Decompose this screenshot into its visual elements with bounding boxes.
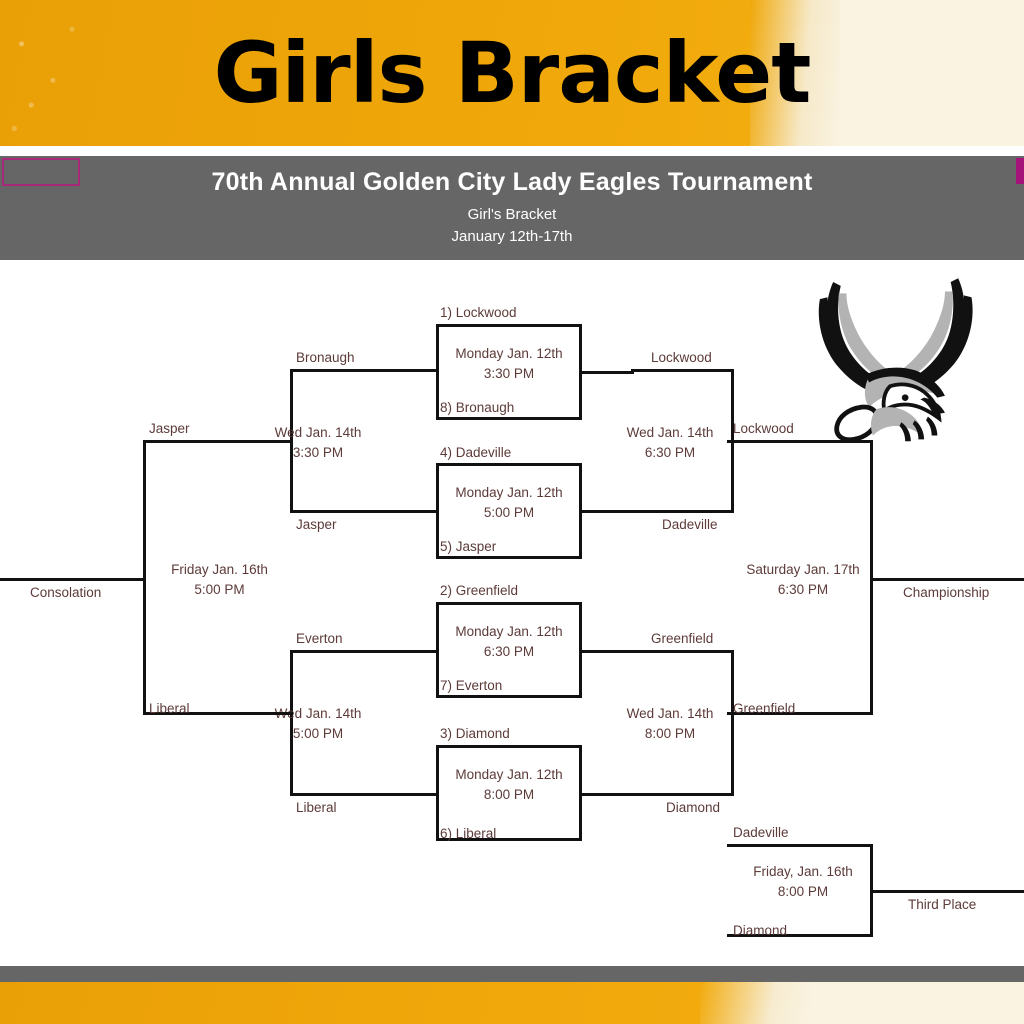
game-1-top-seed: 1) Lockwood bbox=[440, 305, 517, 320]
game-3-datetime: Monday Jan. 12th 6:30 PM bbox=[436, 622, 582, 661]
third-place-date: Friday, Jan. 16th bbox=[753, 864, 853, 879]
bracket-name: Girl's Bracket bbox=[467, 206, 557, 223]
semifinal-upper-bottom-line bbox=[631, 510, 734, 513]
championship-winner-line bbox=[870, 578, 1024, 581]
feeder-game3-to-semifinal-lower bbox=[582, 650, 634, 653]
championship-right-edge bbox=[870, 440, 873, 715]
semifinal-lower-top-team: Greenfield bbox=[651, 631, 714, 646]
game-4-datetime: Monday Jan. 12th 8:00 PM bbox=[436, 765, 582, 804]
consolation-upper-date: Wed Jan. 14th bbox=[274, 425, 362, 440]
semifinal-upper-datetime: Wed Jan. 14th 6:30 PM bbox=[605, 423, 735, 462]
semifinal-upper-top-team: Lockwood bbox=[651, 350, 712, 365]
consolation-upper-top-team: Bronaugh bbox=[296, 350, 355, 365]
game-4-bottom-seed: 6) Liberal bbox=[440, 826, 497, 841]
game-3-bottom-seed: 7) Everton bbox=[440, 678, 503, 693]
consolation-upper-bottom-line bbox=[290, 510, 439, 513]
consolation-lower-bottom-team: Liberal bbox=[296, 800, 337, 815]
consolation-lower-left-edge bbox=[290, 650, 293, 796]
championship-datetime: Saturday Jan. 17th 6:30 PM bbox=[738, 560, 868, 599]
game-1-time: 3:30 PM bbox=[483, 365, 535, 381]
lady-eagles-eagle-logo bbox=[818, 278, 973, 443]
semifinal-lower-bottom-line bbox=[631, 793, 734, 796]
game-2-time: 5:00 PM bbox=[483, 504, 535, 520]
feeder-game2-to-semifinal-upper bbox=[582, 510, 634, 513]
tournament-dates: January 12th-17th bbox=[451, 228, 573, 245]
feeder-game4-to-semifinal-lower bbox=[582, 793, 634, 796]
banner-texture bbox=[0, 0, 120, 146]
championship-bottom-line bbox=[727, 712, 873, 715]
poster-title: Girls Bracket bbox=[213, 24, 812, 122]
consolation-upper-time: 3:30 PM bbox=[292, 444, 344, 460]
consolation-upper-top-line bbox=[290, 369, 439, 372]
game-2-top-seed: 4) Dadeville bbox=[440, 445, 512, 460]
third-place-time: 8:00 PM bbox=[777, 883, 829, 899]
third-place-bottom-team: Diamond bbox=[733, 923, 788, 938]
championship-label: Championship bbox=[903, 585, 990, 600]
tournament-name: 70th Annual Golden City Lady Eagles Tour… bbox=[211, 168, 813, 196]
bracket-diagram: 1) Lockwood Monday Jan. 12th 3:30 PM 8) … bbox=[0, 260, 1024, 966]
game-3-date: Monday Jan. 12th bbox=[455, 624, 563, 639]
consolation-winner-line bbox=[0, 578, 146, 581]
third-place-top-team: Dadeville bbox=[733, 825, 789, 840]
consolation-final-time: 5:00 PM bbox=[194, 581, 245, 597]
game-3-top-seed: 2) Greenfield bbox=[440, 583, 519, 598]
semifinal-lower-right-edge bbox=[731, 650, 734, 796]
game-1-bottom-seed: 8) Bronaugh bbox=[440, 400, 515, 415]
championship-top-line bbox=[727, 440, 873, 443]
poster-banner: Girls Bracket bbox=[0, 0, 1024, 146]
championship-bottom-team: Greenfield bbox=[733, 701, 796, 716]
feeder-game1-to-semifinal-upper bbox=[582, 371, 634, 374]
game-3-time: 6:30 PM bbox=[483, 643, 535, 659]
semifinal-upper-date: Wed Jan. 14th bbox=[626, 425, 714, 440]
footer-gray-bar bbox=[0, 966, 1024, 982]
consolation-final-datetime: Friday Jan. 16th 5:00 PM bbox=[152, 560, 287, 599]
consolation-upper-bottom-team: Jasper bbox=[296, 517, 337, 532]
game-4-time: 8:00 PM bbox=[483, 786, 535, 802]
third-place-bottom-line bbox=[727, 934, 873, 937]
game-box-1 bbox=[436, 324, 582, 420]
game-1-date: Monday Jan. 12th bbox=[455, 346, 563, 361]
semifinal-lower-datetime: Wed Jan. 14th 8:00 PM bbox=[605, 704, 735, 743]
footer-band bbox=[0, 982, 1024, 1024]
semifinal-upper-time: 6:30 PM bbox=[644, 444, 696, 460]
third-place-datetime: Friday, Jan. 16th 8:00 PM bbox=[738, 862, 868, 901]
championship-date: Saturday Jan. 17th bbox=[746, 562, 860, 577]
consolation-lower-top-line bbox=[290, 650, 439, 653]
consolation-final-bottom-line bbox=[143, 712, 293, 715]
header-accent-left bbox=[2, 158, 80, 186]
consolation-final-top-team: Jasper bbox=[149, 421, 190, 436]
consolation-final-left-edge bbox=[143, 440, 146, 715]
consolation-final-date: Friday Jan. 16th bbox=[171, 562, 268, 577]
banner-orange-block bbox=[0, 0, 840, 146]
consolation-final-top-line bbox=[143, 440, 293, 443]
semifinal-lower-date: Wed Jan. 14th bbox=[626, 706, 714, 721]
consolation-lower-bottom-line bbox=[290, 793, 439, 796]
game-1-datetime: Monday Jan. 12th 3:30 PM bbox=[436, 344, 582, 383]
semifinal-upper-top-line bbox=[631, 369, 734, 372]
semifinal-lower-time: 8:00 PM bbox=[644, 725, 696, 741]
consolation-lower-datetime: Wed Jan. 14th 5:00 PM bbox=[253, 704, 383, 743]
header-accent-right bbox=[1016, 158, 1024, 184]
semifinal-lower-bottom-team: Diamond bbox=[666, 800, 721, 815]
footer-orange-block bbox=[0, 982, 810, 1024]
consolation-final-bottom-team: Liberal bbox=[149, 701, 190, 716]
game-2-date: Monday Jan. 12th bbox=[455, 485, 563, 500]
game-4-top-seed: 3) Diamond bbox=[440, 726, 510, 741]
consolation-lower-time: 5:00 PM bbox=[292, 725, 344, 741]
tournament-header: 70th Annual Golden City Lady Eagles Tour… bbox=[0, 156, 1024, 260]
consolation-label: Consolation bbox=[30, 585, 102, 600]
consolation-lower-top-team: Everton bbox=[296, 631, 343, 646]
game-4-date: Monday Jan. 12th bbox=[455, 767, 563, 782]
third-place-winner-line bbox=[870, 890, 1024, 893]
consolation-upper-datetime: Wed Jan. 14th 3:30 PM bbox=[253, 423, 383, 462]
consolation-lower-date: Wed Jan. 14th bbox=[274, 706, 362, 721]
game-2-bottom-seed: 5) Jasper bbox=[440, 539, 497, 554]
championship-time: 6:30 PM bbox=[777, 581, 829, 597]
semifinal-lower-top-line bbox=[631, 650, 734, 653]
championship-top-team: Lockwood bbox=[733, 421, 794, 436]
semifinal-upper-bottom-team: Dadeville bbox=[662, 517, 718, 532]
game-2-datetime: Monday Jan. 12th 5:00 PM bbox=[436, 483, 582, 522]
third-place-top-line bbox=[727, 844, 873, 847]
third-place-label: Third Place bbox=[908, 897, 977, 912]
